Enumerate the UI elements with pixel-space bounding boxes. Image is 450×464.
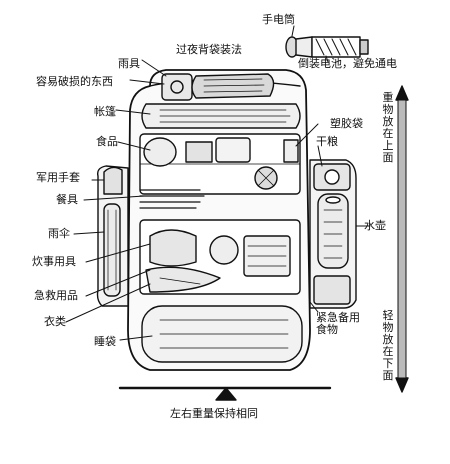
umbrella [103, 203, 121, 297]
balance-label: 左右重量保持相同 [170, 407, 258, 420]
emergency-food-label: 紧急备用食物 [316, 311, 360, 336]
clothes-label: 衣类 [44, 315, 66, 328]
diagram-title: 过夜背袋装法 [176, 43, 242, 56]
battery-note-label: 倒装电池，避免通电 [298, 57, 397, 70]
clothes [145, 266, 221, 293]
cookware-label: 炊事用具 [32, 255, 76, 268]
fragile-label: 容易破损的东西 [36, 75, 113, 88]
kettle [317, 193, 349, 269]
cutlery [139, 189, 205, 209]
fragile-items-box [161, 73, 193, 101]
gloves-label: 军用手套 [36, 171, 80, 184]
heavy-top-label: 重物放在上面 [382, 91, 394, 164]
cutlery-label: 餐具 [56, 193, 78, 206]
flashlight-drawing [285, 36, 369, 58]
food-label: 食品 [96, 135, 118, 148]
sleeping-bag-label: 睡袋 [94, 335, 116, 348]
kettle-label: 水壶 [364, 219, 386, 232]
raingear-label: 雨具 [118, 57, 140, 70]
umbrella-label: 雨伞 [48, 227, 70, 240]
light-bottom-label: 轻物放在下面 [382, 309, 394, 382]
plastic-bag-label: 塑胶袋 [330, 117, 363, 130]
tent-label: 帐篷 [94, 105, 116, 118]
first-aid-label: 急救用品 [34, 289, 78, 302]
emergency-food-box [313, 275, 351, 305]
gloves [103, 166, 123, 195]
dry-food-label: 干粮 [316, 135, 338, 148]
flashlight-label: 手电筒 [262, 13, 295, 26]
